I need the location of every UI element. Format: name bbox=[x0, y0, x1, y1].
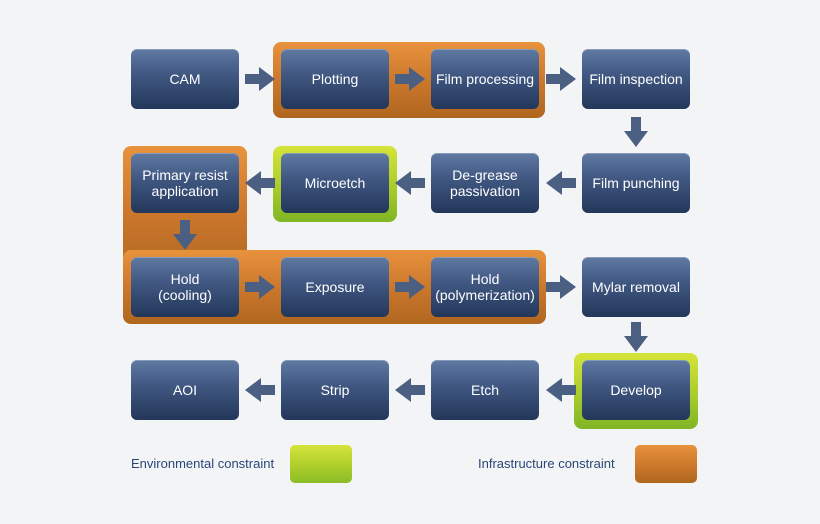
node-film-processing: Film processing bbox=[431, 49, 539, 109]
arrow-down-icon bbox=[624, 322, 648, 352]
arrow-right-icon bbox=[395, 67, 425, 91]
arrow-right-icon bbox=[546, 67, 576, 91]
arrow-down-icon bbox=[173, 220, 197, 250]
arrow-left-icon bbox=[245, 171, 275, 195]
arrow-right-icon bbox=[546, 275, 576, 299]
node-microetch: Microetch bbox=[281, 153, 389, 213]
arrow-right-icon bbox=[245, 275, 275, 299]
legend-infrastructure-swatch bbox=[635, 445, 697, 483]
arrow-down-icon bbox=[624, 117, 648, 147]
node-degrease-passivation: De-grease passivation bbox=[431, 153, 539, 213]
legend-environmental-label: Environmental constraint bbox=[131, 456, 275, 471]
node-primary-resist-application: Primary resist application bbox=[131, 153, 239, 213]
node-exposure: Exposure bbox=[281, 257, 389, 317]
node-strip: Strip bbox=[281, 360, 389, 420]
arrow-left-icon bbox=[395, 171, 425, 195]
node-plotting: Plotting bbox=[281, 49, 389, 109]
node-aoi: AOI bbox=[131, 360, 239, 420]
arrow-left-icon bbox=[395, 378, 425, 402]
node-develop: Develop bbox=[582, 360, 690, 420]
node-mylar-removal: Mylar removal bbox=[582, 257, 690, 317]
legend-environmental-swatch bbox=[290, 445, 352, 483]
arrow-left-icon bbox=[245, 378, 275, 402]
node-hold-polymerization: Hold (polymerization) bbox=[431, 257, 539, 317]
arrow-left-icon bbox=[546, 171, 576, 195]
node-hold-cooling: Hold (cooling) bbox=[131, 257, 239, 317]
node-film-punching: Film punching bbox=[582, 153, 690, 213]
arrow-right-icon bbox=[395, 275, 425, 299]
arrow-left-icon bbox=[546, 378, 576, 402]
node-cam: CAM bbox=[131, 49, 239, 109]
legend-infrastructure-label: Infrastructure constraint bbox=[478, 456, 615, 471]
arrow-right-icon bbox=[245, 67, 275, 91]
node-film-inspection: Film inspection bbox=[582, 49, 690, 109]
node-etch: Etch bbox=[431, 360, 539, 420]
